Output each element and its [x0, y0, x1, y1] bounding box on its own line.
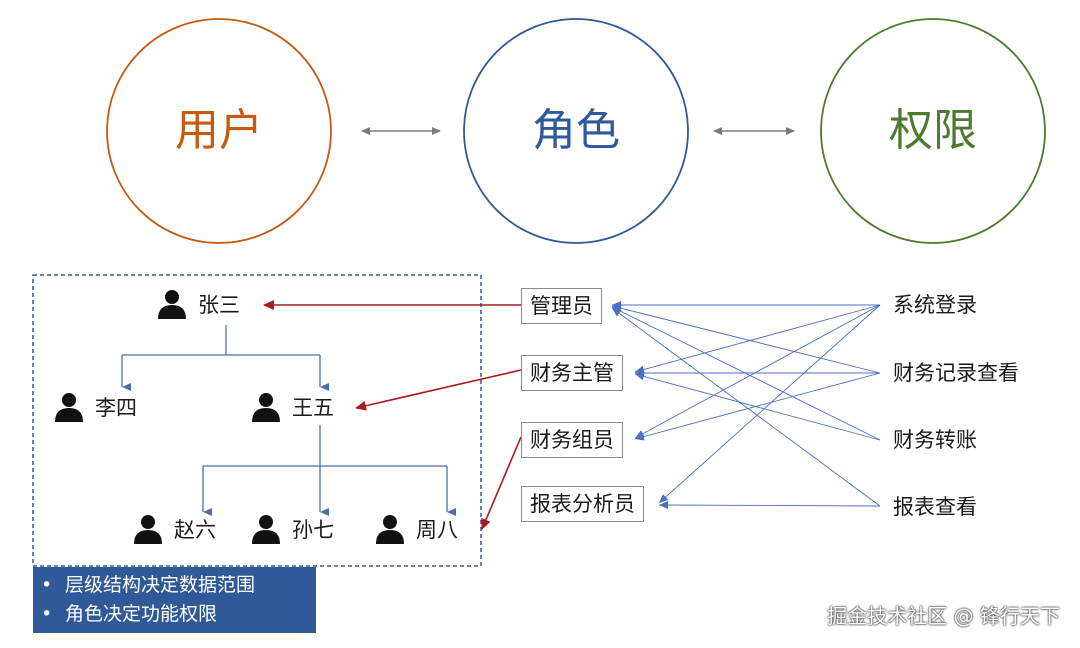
person-name: 周八 [416, 518, 458, 542]
person-zhaoliu: 赵六 [132, 514, 216, 544]
person-icon [158, 290, 186, 319]
bullet: • [41, 603, 53, 625]
person-name: 张三 [198, 293, 240, 317]
person-zhouba: 周八 [374, 514, 458, 544]
role-permission-links [611, 301, 881, 510]
permission-label: 权限 [889, 105, 977, 156]
org-hierarchy-box [32, 274, 482, 567]
person-icon [252, 515, 280, 544]
bullet: • [41, 574, 53, 596]
permission-report-view: 报表查看 [893, 495, 977, 519]
watermark: 掘金技术社区 @ 锋行天下 [827, 604, 1060, 628]
person-sunqi: 孙七 [250, 514, 334, 544]
role-circle [463, 18, 689, 244]
person-name: 赵六 [174, 518, 216, 542]
permission-system-login: 系统登录 [893, 293, 977, 317]
person-zhangsan: 张三 [156, 289, 240, 319]
person-icon [376, 515, 404, 544]
note-text: 角色决定功能权限 [65, 603, 218, 625]
person-icon [134, 515, 162, 544]
permission-circle [820, 18, 1046, 244]
user-circle [106, 18, 332, 244]
note-line: • 角色决定功能权限 [41, 600, 316, 629]
person-name: 孙七 [292, 518, 334, 542]
hierarchy-tree-lines [121, 325, 456, 516]
role-report-analyst: 报表分析员 [521, 486, 644, 522]
role-label: 角色 [532, 105, 620, 156]
permission-finance-record-view: 财务记录查看 [893, 361, 1019, 385]
person-wangwu: 王五 [250, 392, 334, 422]
note-line: • 层级结构决定数据范围 [41, 571, 316, 600]
person-lisi: 李四 [53, 392, 137, 422]
person-name: 王五 [292, 396, 334, 420]
note-text: 层级结构决定数据范围 [65, 574, 256, 596]
role-finance-supervisor: 财务主管 [521, 355, 623, 391]
user-label: 用户 [175, 105, 263, 156]
person-icon [252, 393, 280, 422]
person-icon [55, 393, 83, 422]
summary-note: • 层级结构决定数据范围 • 角色决定功能权限 [33, 567, 316, 633]
role-admin: 管理员 [521, 288, 602, 324]
permission-finance-transfer: 财务转账 [893, 428, 977, 452]
person-name: 李四 [95, 396, 137, 420]
role-person-links [263, 300, 522, 530]
role-finance-member: 财务组员 [521, 422, 623, 458]
